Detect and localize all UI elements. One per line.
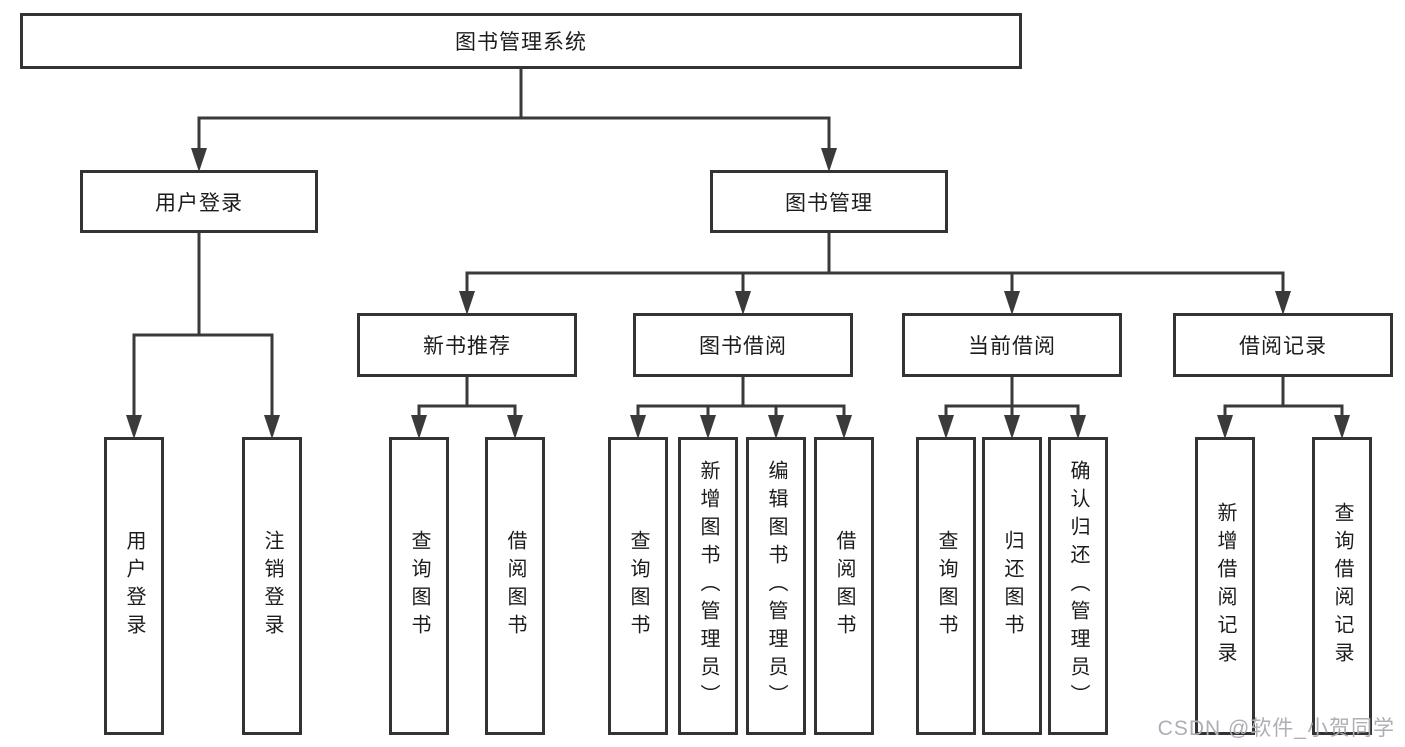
leaf-borrowing-query-books-label: 查询图书 <box>627 530 649 642</box>
leaf-borrowing-borrow-books-label: 借阅图书 <box>833 530 855 642</box>
leaf-confirm-return-admin: 确认归还（管理员） <box>1048 437 1108 735</box>
leaf-add-borrow-record: 新增借阅记录 <box>1195 437 1255 735</box>
leaf-recommend-query-books: 查询图书 <box>389 437 449 735</box>
leaf-recommend-borrow-books-label: 借阅图书 <box>504 530 526 642</box>
node-new-book-recommend: 新书推荐 <box>357 313 577 377</box>
leaf-edit-book-admin-label: 编辑图书（管理员） <box>765 460 787 712</box>
leaf-borrowing-borrow-books: 借阅图书 <box>814 437 874 735</box>
leaf-add-book-admin: 新增图书（管理员） <box>678 437 738 735</box>
leaf-current-query-books: 查询图书 <box>916 437 976 735</box>
leaf-recommend-query-books-label: 查询图书 <box>408 530 430 642</box>
leaf-current-query-books-label: 查询图书 <box>935 530 957 642</box>
node-borrowing-records: 借阅记录 <box>1173 313 1393 377</box>
leaf-query-borrow-record-label: 查询借阅记录 <box>1331 502 1353 670</box>
node-new-book-recommend-label: 新书推荐 <box>423 335 511 358</box>
leaf-confirm-return-admin-label: 确认归还（管理员） <box>1067 460 1089 712</box>
node-root-label: 图书管理系统 <box>455 31 587 54</box>
leaf-add-borrow-record-label: 新增借阅记录 <box>1214 502 1236 670</box>
leaf-user-login: 用户登录 <box>104 437 164 735</box>
leaf-return-books-label: 归还图书 <box>1001 530 1023 642</box>
leaf-borrowing-query-books: 查询图书 <box>608 437 668 735</box>
node-book-borrowing-label: 图书借阅 <box>699 335 787 358</box>
node-book-management: 图书管理 <box>710 170 948 233</box>
leaf-user-login-label: 用户登录 <box>123 530 145 642</box>
node-user-login: 用户登录 <box>80 170 318 233</box>
node-borrowing-records-label: 借阅记录 <box>1239 335 1327 358</box>
node-user-login-label: 用户登录 <box>155 191 243 215</box>
arrowheads <box>126 148 1350 439</box>
leaf-logout: 注销登录 <box>242 437 302 735</box>
leaf-return-books: 归还图书 <box>982 437 1042 735</box>
leaf-query-borrow-record: 查询借阅记录 <box>1312 437 1372 735</box>
leaf-edit-book-admin: 编辑图书（管理员） <box>746 437 806 735</box>
node-current-borrowing: 当前借阅 <box>902 313 1122 377</box>
csdn-watermark: CSDN @软件_小贺同学 <box>1157 717 1395 740</box>
leaf-logout-label: 注销登录 <box>261 530 283 642</box>
node-book-borrowing: 图书借阅 <box>633 313 853 377</box>
node-current-borrowing-label: 当前借阅 <box>968 335 1056 358</box>
node-root-library-system: 图书管理系统 <box>20 13 1022 69</box>
node-book-management-label: 图书管理 <box>785 191 873 215</box>
leaf-add-book-admin-label: 新增图书（管理员） <box>697 460 719 712</box>
leaf-recommend-borrow-books: 借阅图书 <box>485 437 545 735</box>
